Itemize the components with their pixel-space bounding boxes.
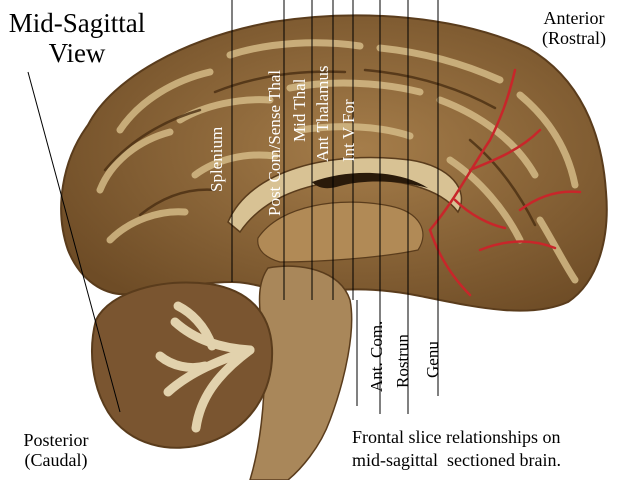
label-int-v-for: Int V For xyxy=(339,99,358,162)
anterior-label: Anterior (Rostral) xyxy=(526,8,622,48)
blood-vessels xyxy=(428,68,582,297)
arbor-vitae xyxy=(155,301,255,433)
lateral-ventricle xyxy=(312,172,428,189)
label-post-com-sense-thal: Post Com/Sense Thal xyxy=(265,69,284,216)
label-mid-thal: Mid Thal xyxy=(290,78,309,142)
anterior-line-2: (Rostral) xyxy=(542,28,606,49)
corpus-callosum xyxy=(227,156,463,234)
title-line-2: View xyxy=(48,38,106,69)
page-title: Mid-Sagittal View xyxy=(4,8,150,68)
posterior-line-2: (Caudal) xyxy=(24,450,88,471)
anterior-line-1: Anterior xyxy=(543,8,605,28)
leader-lines xyxy=(27,0,439,414)
caption-line-2: mid-sagittal sectioned brain. xyxy=(352,449,561,470)
label-ant-thalamus: Ant Thalamus xyxy=(313,65,332,162)
caption: Frontal slice relationships on mid-sagit… xyxy=(352,426,561,471)
thalamus xyxy=(257,201,424,263)
label-ant-com: Ant. Com. xyxy=(367,320,386,392)
title-line-1: Mid-Sagittal xyxy=(8,8,146,38)
label-vision: Vision xyxy=(29,151,48,196)
label-splenium: Splenium xyxy=(207,126,226,192)
posterior-line-1: Posterior xyxy=(23,430,89,450)
label-rostrun: Rostrun xyxy=(393,334,412,388)
caption-line-1: Frontal slice relationships on xyxy=(352,427,561,447)
posterior-label: Posterior (Caudal) xyxy=(10,430,102,470)
label-genu: Genu xyxy=(423,341,442,378)
